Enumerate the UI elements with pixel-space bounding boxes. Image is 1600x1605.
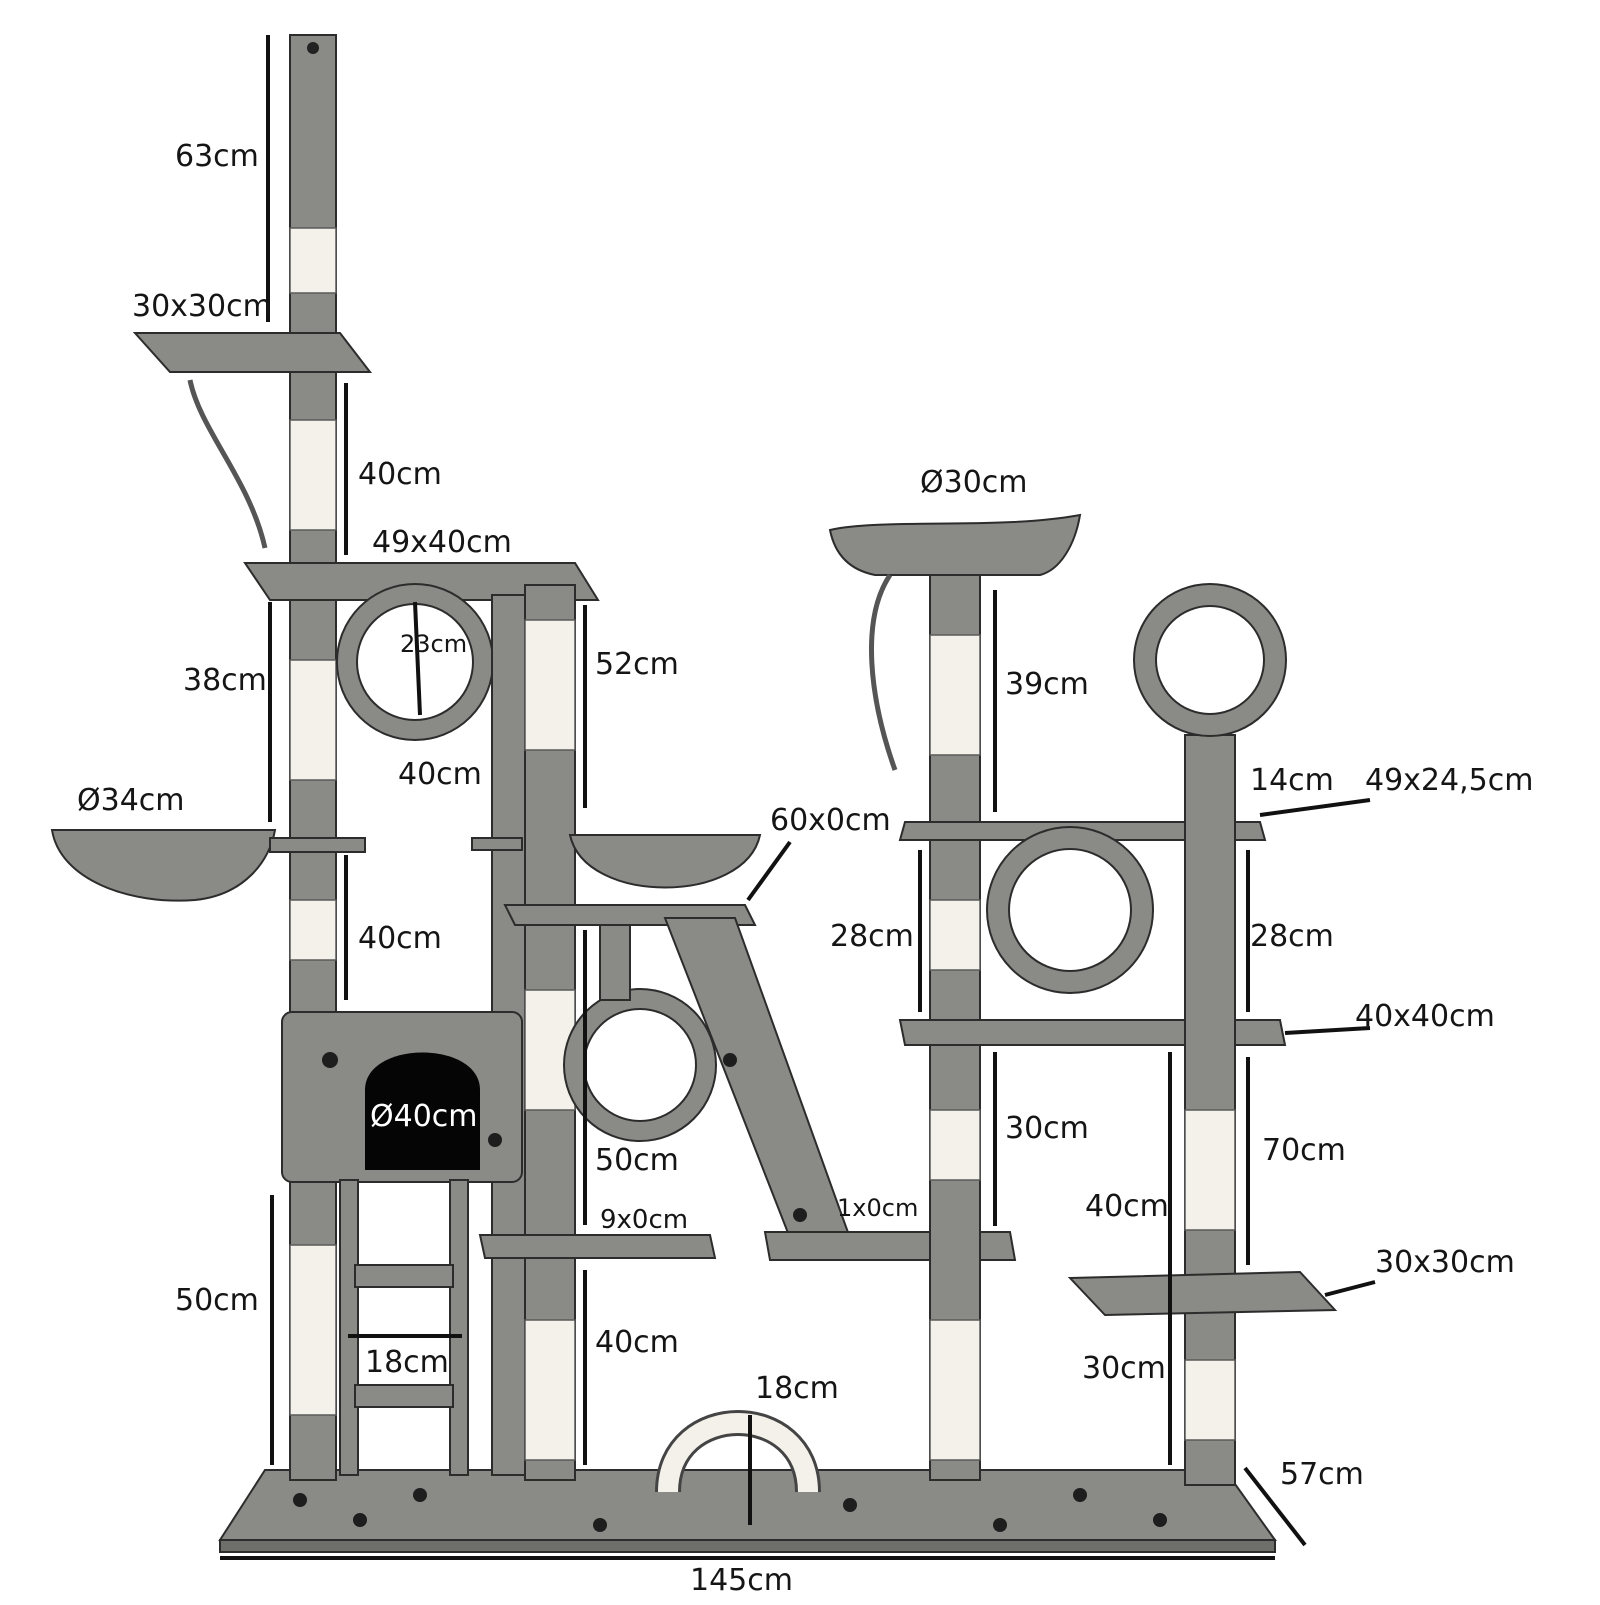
label-base-width: 145cm: [690, 1563, 793, 1598]
ramp: [663, 917, 852, 1239]
label-ramp-platform: 1x0cm: [837, 1194, 918, 1222]
pole-top-cap: [307, 42, 319, 54]
ring-center-post: [599, 924, 631, 1001]
label-left-base-pole: 50cm: [175, 1283, 259, 1318]
left-sisal-4: [289, 899, 337, 961]
label-top-platform: 30x30cm: [132, 289, 272, 324]
far-right-sisal-2: [1184, 1359, 1236, 1441]
top-bed-right: [828, 513, 1082, 576]
label-center-pole-upper: 52cm: [595, 647, 679, 682]
far-right-sisal-1: [1184, 1109, 1236, 1231]
label-far-right-small-platform: 30x30cm: [1375, 1245, 1515, 1280]
label-lower-left-pole: 40cm: [358, 921, 442, 956]
top-platform: [132, 332, 373, 373]
ladder-rung-1: [354, 1264, 454, 1288]
label-ring-pole-top: 14cm: [1250, 763, 1334, 798]
hammock-left: [50, 829, 277, 902]
label-ring-left-diameter: 23cm: [400, 630, 467, 658]
hanging-rope: [187, 379, 268, 549]
dimension-lines: [220, 35, 1376, 1560]
label-center-pole-lower: 50cm: [595, 1143, 679, 1178]
label-left-pole-mid: 38cm: [183, 663, 267, 698]
label-far-right-pole-mid: 28cm: [1250, 919, 1334, 954]
center-sisal-1: [524, 619, 576, 751]
base-board: [218, 1469, 1277, 1541]
ladder-rail-left: [339, 1179, 359, 1476]
label-cave-opening: Ø40cm: [370, 1099, 478, 1134]
left-sisal-2: [289, 419, 337, 531]
label-right-pole-lower: 30cm: [1005, 1111, 1089, 1146]
dimension-labels: 63cm 30x30cm 40cm 49x40cm 23cm 38cm 52cm…: [77, 139, 1533, 1598]
right-sisal-3: [929, 1109, 981, 1181]
label-top-bed-right: Ø30cm: [920, 465, 1028, 500]
left-sisal-3: [289, 659, 337, 781]
label-right-upper-platform: 49x24,5cm: [1365, 763, 1533, 798]
label-small-step: 9x0cm: [600, 1205, 688, 1235]
label-ladder-width: 18cm: [365, 1345, 449, 1380]
ladder-rung-2: [354, 1384, 454, 1408]
label-right-mid-platform: 40x40cm: [1355, 999, 1495, 1034]
label-upper-pole-left: 40cm: [358, 457, 442, 492]
paw-prints: [293, 1052, 1167, 1532]
basket: [568, 834, 762, 889]
small-step: [478, 1234, 717, 1259]
label-right-pole-mid: 28cm: [830, 919, 914, 954]
left-sisal-1: [289, 227, 337, 294]
big-platform: [243, 562, 600, 601]
small-shelf-inner: [471, 837, 523, 851]
hanging-rope-right: [869, 573, 898, 771]
label-top-pole-height: 63cm: [175, 139, 259, 174]
hammock-arm: [269, 837, 366, 853]
label-far-right-pole-lower: 70cm: [1262, 1133, 1346, 1168]
cave-opening: [365, 1052, 480, 1170]
label-center-base-pole: 40cm: [595, 1325, 679, 1360]
label-arch-width: 18cm: [755, 1371, 839, 1406]
ladder-rail-right: [449, 1179, 469, 1476]
far-right-small-platform: [1067, 1270, 1338, 1317]
label-base-depth: 57cm: [1280, 1457, 1364, 1492]
label-hammock-left: Ø34cm: [77, 783, 185, 818]
label-basket-platform: 60x0cm: [770, 803, 891, 838]
base-board-front: [219, 1539, 1276, 1553]
label-inner-pole: 40cm: [398, 757, 482, 792]
center-sisal-3: [524, 1319, 576, 1461]
left-sisal-5: [289, 1244, 337, 1416]
label-right-pole-upper: 39cm: [1005, 667, 1089, 702]
label-big-platform: 49x40cm: [372, 525, 512, 560]
right-sisal-1: [929, 634, 981, 756]
label-far-right-inner: 40cm: [1085, 1189, 1169, 1224]
label-far-right-base: 30cm: [1082, 1351, 1166, 1386]
right-sisal-4: [929, 1319, 981, 1461]
right-sisal-2: [929, 899, 981, 971]
